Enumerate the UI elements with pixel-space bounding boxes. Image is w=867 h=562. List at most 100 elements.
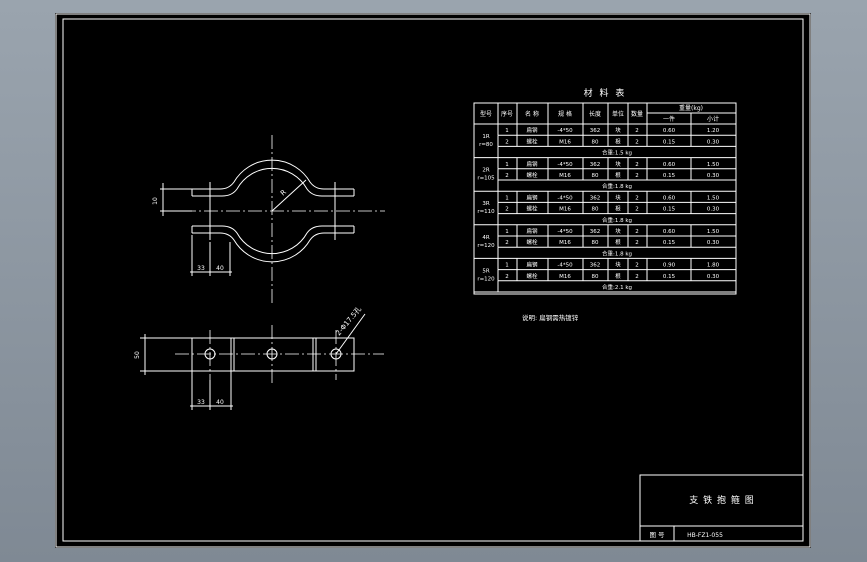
cell-seq: 1 bbox=[505, 263, 509, 269]
cell-spec: -4*50 bbox=[557, 162, 573, 168]
cell-name: 螺栓 bbox=[526, 205, 538, 213]
dim-d3: 33 bbox=[197, 399, 205, 406]
cell-sub: 1.50 bbox=[707, 229, 720, 235]
hole-center bbox=[266, 348, 278, 360]
cell-spec: -4*50 bbox=[557, 229, 573, 235]
cell-sub: 1.20 bbox=[707, 128, 720, 134]
cell-seq: 1 bbox=[505, 128, 509, 134]
cell-unit: 块 bbox=[615, 126, 621, 134]
upper-strap-inner bbox=[192, 167, 354, 197]
header-weight-one: 一件 bbox=[663, 115, 675, 123]
cell-length: 362 bbox=[590, 195, 601, 201]
inner-border bbox=[62, 18, 804, 542]
hole-right bbox=[330, 348, 342, 360]
cell-unit: 块 bbox=[615, 193, 621, 201]
cell-one: 0.60 bbox=[663, 128, 676, 134]
cell-one: 0.15 bbox=[663, 173, 676, 179]
cell-length: 362 bbox=[590, 162, 601, 168]
cell-sub: 0.30 bbox=[707, 274, 720, 280]
table-title: 材 料 表 bbox=[584, 87, 627, 99]
upper-strap-outer bbox=[192, 159, 354, 190]
cell-unit: 根 bbox=[615, 272, 621, 280]
cell-unit: 块 bbox=[615, 160, 621, 168]
cell-seq: 2 bbox=[505, 240, 509, 246]
drawing-sheet: R 10 33 40 2-Φ17.5孔 50 bbox=[55, 13, 811, 548]
group-total: 合重:1.8 kg bbox=[602, 216, 632, 224]
cell-one: 0.15 bbox=[663, 240, 676, 246]
cell-one: 0.15 bbox=[663, 139, 676, 145]
hole-left bbox=[204, 348, 216, 360]
bar-plan-view: 2-Φ17.5孔 50 33 40 bbox=[134, 305, 384, 410]
cell-name: 扁钢 bbox=[526, 227, 538, 235]
cell-name: 扁钢 bbox=[526, 261, 538, 269]
group-radius: r=105 bbox=[477, 176, 495, 182]
drawing-title: 支 铁 抱 箍 图 bbox=[689, 494, 754, 506]
header-weight-sub: 小计 bbox=[707, 115, 719, 123]
cell-length: 80 bbox=[592, 274, 599, 280]
cell-length: 362 bbox=[590, 263, 601, 269]
cell-qty: 2 bbox=[635, 139, 639, 145]
cell-name: 扁钢 bbox=[526, 160, 538, 168]
cell-qty: 2 bbox=[635, 207, 639, 213]
cell-seq: 2 bbox=[505, 274, 509, 280]
cell-unit: 块 bbox=[615, 261, 621, 269]
cell-length: 80 bbox=[592, 207, 599, 213]
cell-spec: -4*50 bbox=[557, 195, 573, 201]
lower-strap-outer bbox=[192, 232, 354, 263]
cell-qty: 2 bbox=[635, 274, 639, 280]
cell-length: 80 bbox=[592, 240, 599, 246]
cell-unit: 根 bbox=[615, 137, 621, 145]
group-total: 合重:1.8 kg bbox=[602, 182, 632, 190]
cell-one: 0.60 bbox=[663, 195, 676, 201]
title-block: 支 铁 抱 箍 图 图 号 HB-FZ1-055 bbox=[639, 474, 804, 542]
cell-spec: M16 bbox=[559, 240, 571, 246]
hole-leader bbox=[335, 313, 366, 355]
cell-length: 80 bbox=[592, 173, 599, 179]
cell-seq: 2 bbox=[505, 173, 509, 179]
cell-qty: 2 bbox=[635, 263, 639, 269]
fig-number: HB-FZ1-055 bbox=[687, 532, 723, 539]
cell-sub: 0.30 bbox=[707, 173, 720, 179]
clamp-front-view: R 10 33 40 bbox=[152, 135, 385, 305]
cell-seq: 1 bbox=[505, 162, 509, 168]
flat-bar-outline bbox=[191, 337, 355, 372]
group-type: 2R bbox=[482, 168, 489, 174]
group-radius: r=110 bbox=[477, 209, 495, 215]
cell-length: 362 bbox=[590, 128, 601, 134]
cell-spec: M16 bbox=[559, 139, 571, 145]
cell-one: 0.15 bbox=[663, 207, 676, 213]
cad-drawing: R 10 33 40 2-Φ17.5孔 50 bbox=[55, 13, 811, 548]
cell-one: 0.90 bbox=[663, 263, 676, 269]
header-spec: 规 格 bbox=[558, 110, 572, 118]
group-radius: r=120 bbox=[477, 243, 495, 249]
cell-unit: 块 bbox=[615, 227, 621, 235]
cell-spec: -4*50 bbox=[557, 128, 573, 134]
cell-qty: 2 bbox=[635, 229, 639, 235]
drawing-note: 说明: 扁钢需热镀锌 bbox=[522, 313, 579, 322]
cell-qty: 2 bbox=[635, 162, 639, 168]
group-type: 3R bbox=[482, 201, 489, 207]
group-type: 1R bbox=[482, 134, 489, 140]
cell-sub: 1.80 bbox=[707, 263, 720, 269]
cell-unit: 根 bbox=[615, 205, 621, 213]
hole-label: 2-Φ17.5孔 bbox=[334, 305, 363, 337]
cell-seq: 2 bbox=[505, 207, 509, 213]
cell-name: 螺栓 bbox=[526, 272, 538, 280]
header-unit: 单位 bbox=[612, 110, 624, 118]
cell-length: 80 bbox=[592, 139, 599, 145]
dim-v1: 10 bbox=[152, 197, 159, 205]
cell-one: 0.60 bbox=[663, 229, 676, 235]
cell-one: 0.15 bbox=[663, 274, 676, 280]
cell-name: 螺栓 bbox=[526, 238, 538, 246]
cell-sub: 0.30 bbox=[707, 139, 720, 145]
cell-spec: -4*50 bbox=[557, 263, 573, 269]
cell-qty: 2 bbox=[635, 240, 639, 246]
cell-name: 扁钢 bbox=[526, 193, 538, 201]
cell-seq: 2 bbox=[505, 139, 509, 145]
cell-name: 扁钢 bbox=[526, 126, 538, 134]
cell-unit: 根 bbox=[615, 238, 621, 246]
group-total: 合重:2.1 kg bbox=[602, 283, 632, 291]
cell-length: 362 bbox=[590, 229, 601, 235]
dim-v2: 50 bbox=[134, 351, 141, 359]
group-total: 合重:1.8 kg bbox=[602, 249, 632, 257]
